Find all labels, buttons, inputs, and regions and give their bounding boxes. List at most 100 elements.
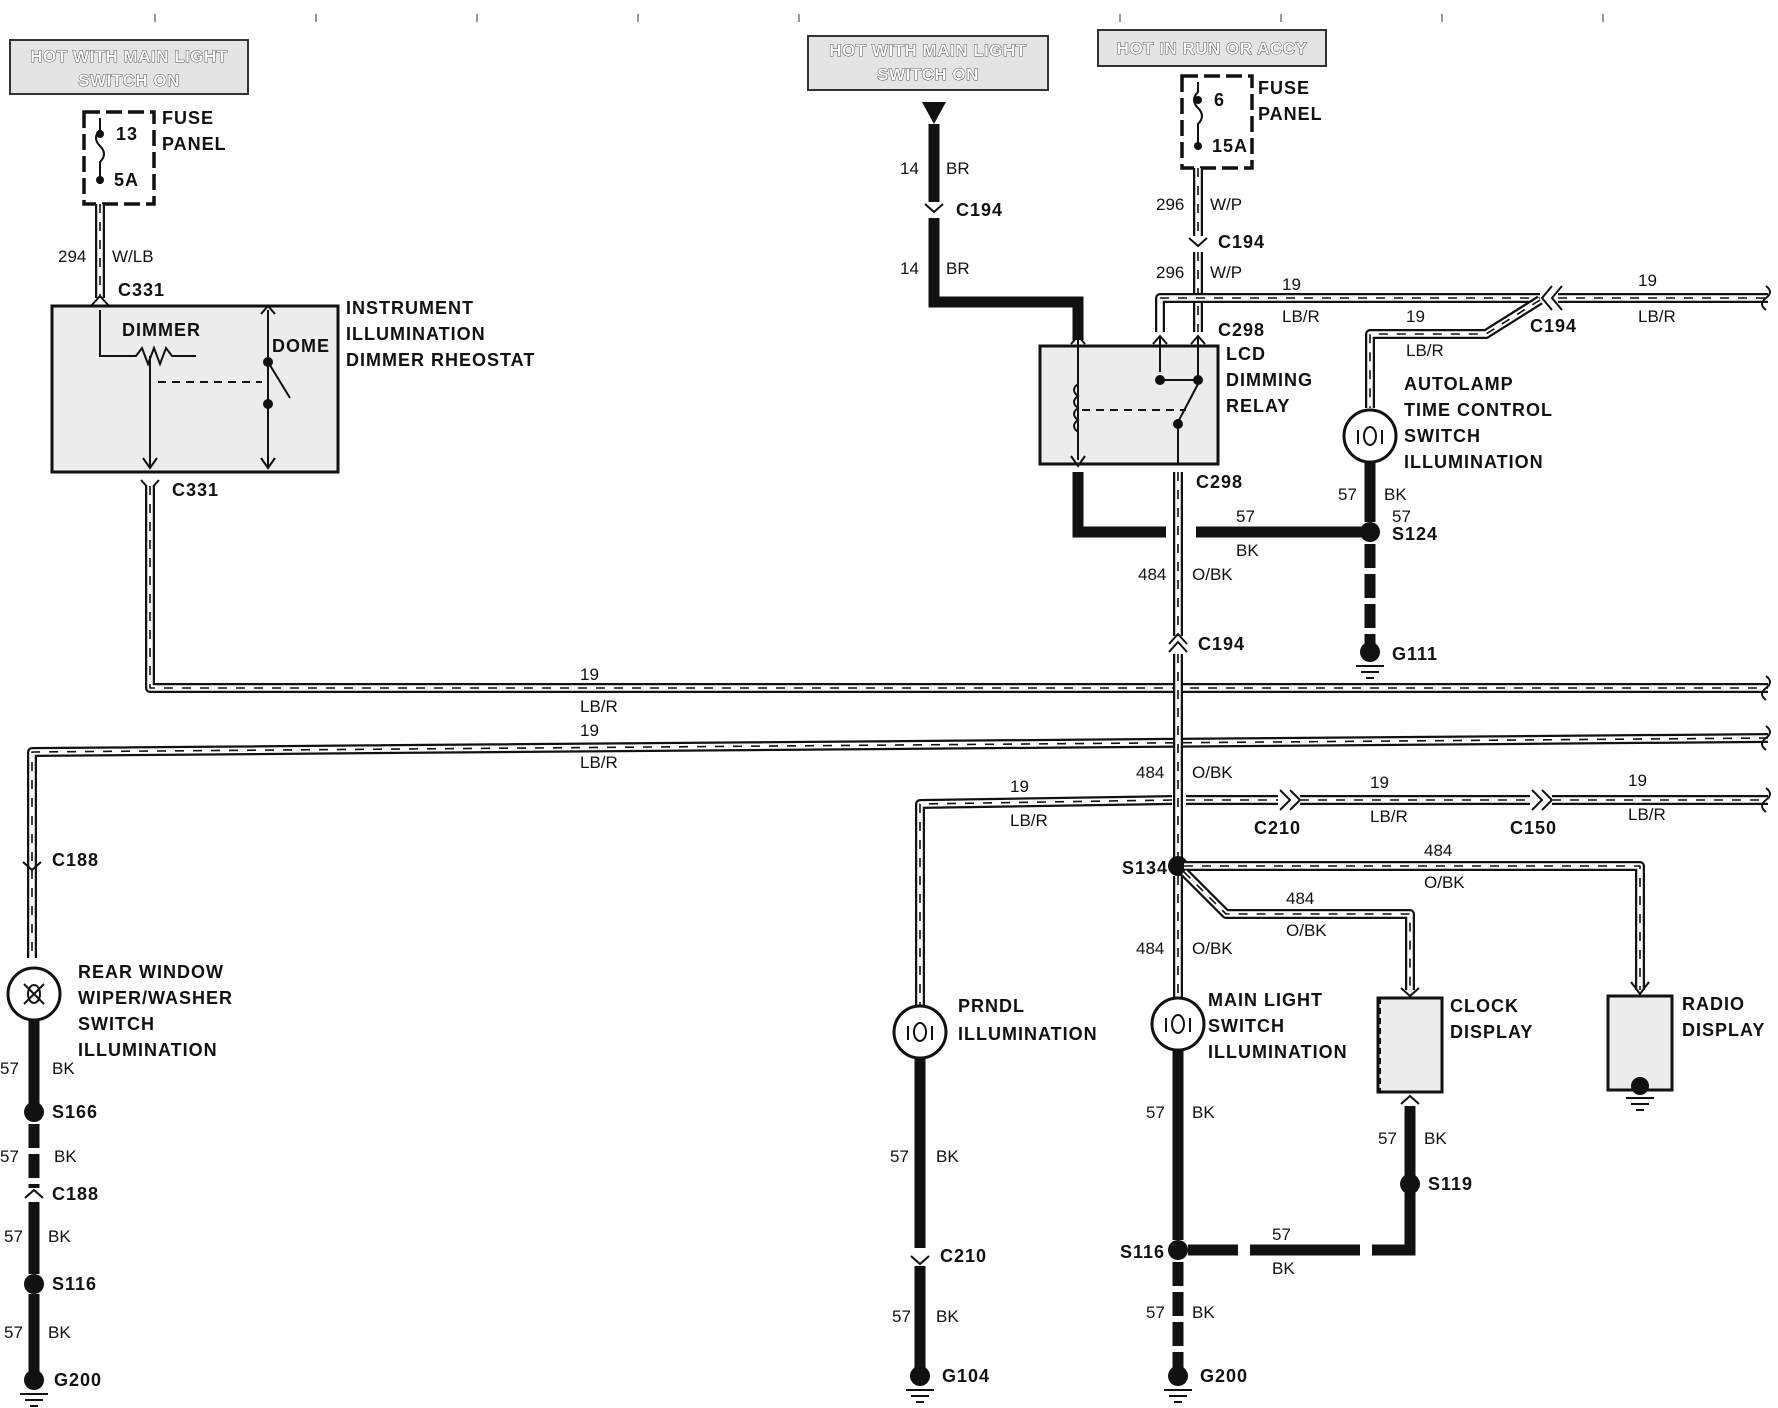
connector-c194-bus: C194 <box>1530 285 1576 336</box>
svg-text:PRNDL: PRNDL <box>958 996 1025 1016</box>
svg-text:CLOCK: CLOCK <box>1450 996 1519 1016</box>
svg-text:RELAY: RELAY <box>1226 396 1290 416</box>
svg-text:SWITCH: SWITCH <box>1404 426 1481 446</box>
clock-ground-run: 57 BK S119 <box>1378 1094 1472 1194</box>
svg-text:BK: BK <box>1192 1303 1215 1322</box>
header-left: HOT WITH MAIN LIGHT SWITCH ON <box>9 39 249 95</box>
svg-text:ILLUMINATION: ILLUMINATION <box>78 1040 218 1060</box>
svg-text:19: 19 <box>1638 271 1657 290</box>
autolamp-lamp: AUTOLAMP TIME CONTROL SWITCH ILLUMINATIO… <box>1342 374 1552 472</box>
svg-text:57: 57 <box>1392 507 1411 526</box>
svg-text:484: 484 <box>1136 763 1164 782</box>
svg-text:SWITCH ON: SWITCH ON <box>877 65 979 84</box>
svg-text:C210: C210 <box>1254 818 1301 838</box>
svg-text:57: 57 <box>1236 507 1255 526</box>
svg-text:57: 57 <box>1146 1103 1165 1122</box>
svg-text:S116: S116 <box>1120 1242 1165 1262</box>
svg-text:LB/R: LB/R <box>580 753 618 772</box>
svg-text:19: 19 <box>1282 275 1301 294</box>
svg-text:RADIO: RADIO <box>1682 994 1745 1014</box>
dimmer-rheostat: DIMMER DOME INSTRUMENT ILLUMINATION DIMM… <box>50 298 535 474</box>
svg-text:296: 296 <box>1156 195 1184 214</box>
svg-text:O/BK: O/BK <box>1192 565 1233 584</box>
splice-s134: S134 <box>1122 856 1188 878</box>
svg-text:C150: C150 <box>1510 818 1557 838</box>
svg-text:G200: G200 <box>54 1370 102 1390</box>
svg-text:S116: S116 <box>52 1274 97 1294</box>
svg-text:BK: BK <box>52 1059 75 1078</box>
svg-text:C188: C188 <box>52 850 99 870</box>
svg-text:MAIN LIGHT: MAIN LIGHT <box>1208 990 1323 1010</box>
svg-text:57: 57 <box>4 1227 23 1246</box>
wire-19-lbr-rheostat: 19 LB/R <box>145 486 1768 716</box>
svg-text:LB/R: LB/R <box>1010 811 1048 830</box>
svg-text:FUSE: FUSE <box>162 108 214 128</box>
prndl-lamp: PRNDL ILLUMINATION <box>892 996 1097 1060</box>
svg-text:484: 484 <box>1424 841 1452 860</box>
svg-text:19: 19 <box>580 721 599 740</box>
main-light-ground-run: 57 BK S116 57 BK 57 BK <box>1120 1050 1416 1370</box>
svg-text:BK: BK <box>936 1307 959 1326</box>
svg-text:W/P: W/P <box>1210 195 1242 214</box>
clock-display: CLOCK DISPLAY <box>1376 996 1533 1094</box>
svg-text:LB/R: LB/R <box>1628 805 1666 824</box>
svg-text:DISPLAY: DISPLAY <box>1450 1022 1533 1042</box>
rear-ground-run: 57 BK S166 57 BK C188 57 BK S116 57 BK <box>0 1020 99 1376</box>
svg-text:O/BK: O/BK <box>1192 939 1233 958</box>
svg-text:G200: G200 <box>1200 1366 1248 1386</box>
svg-text:HOT IN RUN OR ACCY: HOT IN RUN OR ACCY <box>1117 39 1308 58</box>
svg-text:S134: S134 <box>1122 858 1168 878</box>
svg-text:REAR WINDOW: REAR WINDOW <box>78 962 224 982</box>
svg-text:S124: S124 <box>1392 524 1438 544</box>
svg-text:S166: S166 <box>52 1102 98 1122</box>
wire-296-wp: 296 W/P C194 296 W/P <box>1156 168 1264 332</box>
header-center: HOT WITH MAIN LIGHT SWITCH ON <box>807 35 1049 91</box>
svg-text:PANEL: PANEL <box>1258 104 1323 124</box>
svg-text:57: 57 <box>1378 1129 1397 1148</box>
svg-text:6: 6 <box>1214 90 1225 110</box>
wire-19-lbr-autolamp: 19 LB/R <box>1365 295 1543 408</box>
svg-text:C298: C298 <box>1196 472 1243 492</box>
wire-484-obk-trunk: 484 O/BK C194 484 O/BK <box>1136 472 1244 866</box>
svg-text:19: 19 <box>580 665 599 684</box>
wire-484-obk-main: 484 O/BK <box>1136 876 1233 1000</box>
svg-text:BK: BK <box>1384 485 1407 504</box>
continuation-marks <box>1761 285 1771 813</box>
svg-text:HOT WITH MAIN LIGHT: HOT WITH MAIN LIGHT <box>829 41 1027 60</box>
svg-text:LB/R: LB/R <box>1638 307 1676 326</box>
svg-text:296: 296 <box>1156 263 1184 282</box>
svg-text:C188: C188 <box>52 1184 99 1204</box>
header-right: HOT IN RUN OR ACCY <box>1097 29 1327 67</box>
svg-text:19: 19 <box>1010 777 1029 796</box>
svg-text:BR: BR <box>946 159 970 178</box>
connector-c188-top: C188 <box>22 850 99 872</box>
svg-text:BK: BK <box>1192 1103 1215 1122</box>
svg-text:57: 57 <box>4 1323 23 1342</box>
svg-text:57: 57 <box>1338 485 1357 504</box>
svg-text:WIPER/WASHER: WIPER/WASHER <box>78 988 233 1008</box>
svg-text:SWITCH: SWITCH <box>78 1014 155 1034</box>
svg-text:W/LB: W/LB <box>112 247 154 266</box>
svg-text:INSTRUMENT: INSTRUMENT <box>346 298 474 318</box>
ground-g200-left: G200 <box>20 1370 102 1407</box>
svg-text:AUTOLAMP: AUTOLAMP <box>1404 374 1514 394</box>
svg-text:57: 57 <box>1146 1303 1165 1322</box>
svg-text:LB/R: LB/R <box>580 697 618 716</box>
svg-text:14: 14 <box>900 259 919 278</box>
svg-text:C194: C194 <box>956 200 1003 220</box>
svg-text:DIMMING: DIMMING <box>1226 370 1313 390</box>
svg-text:484: 484 <box>1136 939 1164 958</box>
svg-text:BR: BR <box>946 259 970 278</box>
svg-text:C331: C331 <box>172 480 219 500</box>
svg-text:SWITCH: SWITCH <box>1208 1016 1285 1036</box>
svg-text:57: 57 <box>1272 1225 1291 1244</box>
svg-text:C210: C210 <box>940 1246 987 1266</box>
autolamp-ground-run: 57 BK 57 S124 G111 <box>1338 462 1438 679</box>
wire-19-lbr-prndl: 19 LB/R <box>915 777 1173 1008</box>
svg-text:LB/R: LB/R <box>1282 307 1320 326</box>
svg-text:C331: C331 <box>118 280 165 300</box>
fuse-6: 6 15A FUSE PANEL <box>1180 74 1323 170</box>
svg-text:BK: BK <box>1424 1129 1447 1148</box>
svg-text:DIMMER RHEOSTAT: DIMMER RHEOSTAT <box>346 350 535 370</box>
